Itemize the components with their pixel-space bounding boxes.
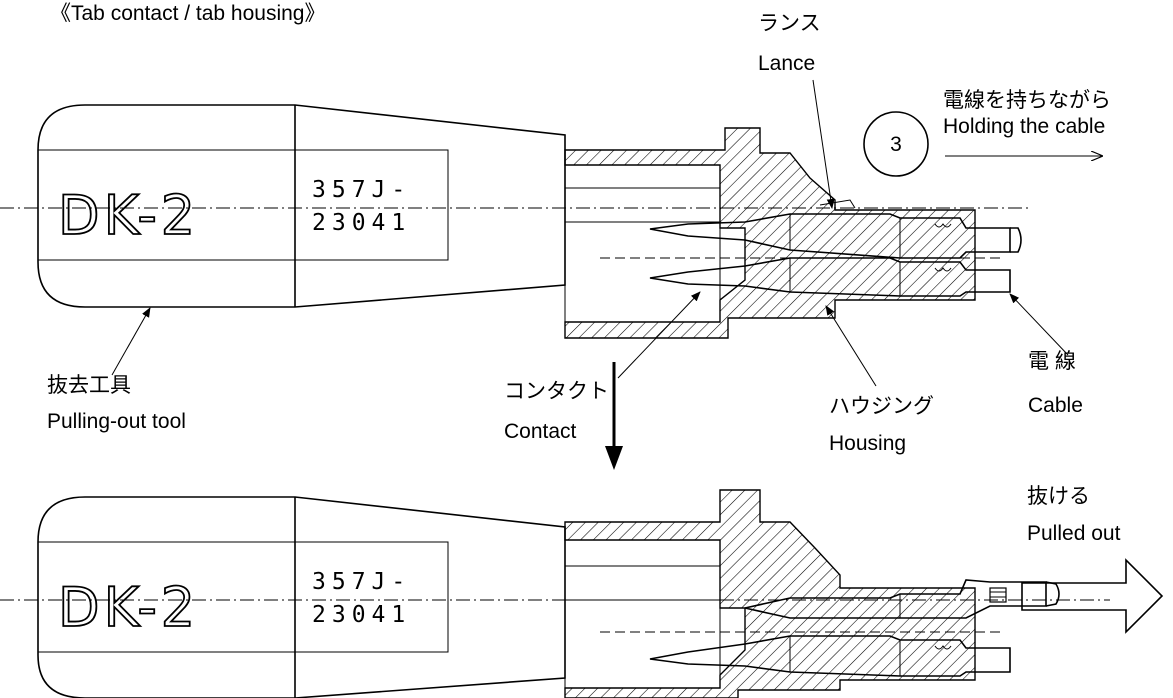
step-number-circle (863, 111, 929, 177)
housing-leader (825, 305, 877, 387)
housing-top (564, 127, 976, 339)
part-number-line2-bottom: 23041 (312, 602, 411, 628)
contact-label-jp: コンタクト (504, 380, 609, 403)
down-arrow (605, 362, 623, 470)
lance-label-jp: ランス (758, 12, 821, 35)
contact-leader (617, 291, 701, 379)
lance-leader (812, 79, 835, 209)
cable-leader (1009, 293, 1069, 356)
cable-label-en: Cable (1028, 394, 1083, 417)
tool-name-label-bottom: DK-2 (58, 576, 199, 639)
housing-label-en: Housing (829, 432, 906, 455)
tool-leader (111, 307, 151, 376)
pulled-label-jp: 抜ける (1027, 485, 1090, 508)
step-number: 3 (890, 133, 902, 156)
contact-label-en: Contact (504, 420, 577, 443)
holding-label-jp: 電線を持ちながら (943, 89, 1111, 112)
contact-lower-top (649, 257, 1011, 297)
lance-label-en: Lance (758, 52, 815, 75)
cable-label-jp: 電 線 (1028, 350, 1076, 373)
tool-name-label: DK-2 (58, 184, 199, 247)
housing-label-jp: ハウジング (829, 395, 934, 418)
part-number-line1: 357J- (312, 177, 411, 203)
tool-label-en: Pulling-out tool (47, 410, 186, 433)
contact-upper-top (649, 213, 1022, 259)
part-number-line1-bottom: 357J- (312, 569, 411, 595)
contact-lower-bottom (649, 635, 1011, 677)
pulling-out-tool-top (37, 104, 566, 308)
pulling-out-tool-bottom (37, 496, 566, 698)
pulled-out-arrow (1021, 558, 1164, 634)
tool-label-jp: 抜去工具 (47, 374, 131, 397)
diagram-title: 《Tab contact / tab housing》 (50, 2, 326, 25)
contact-pulled-bottom (744, 579, 1060, 619)
pulled-label-en: Pulled out (1027, 522, 1121, 545)
holding-label-en: Holding the cable (943, 115, 1105, 138)
part-number-line2: 23041 (312, 210, 411, 236)
